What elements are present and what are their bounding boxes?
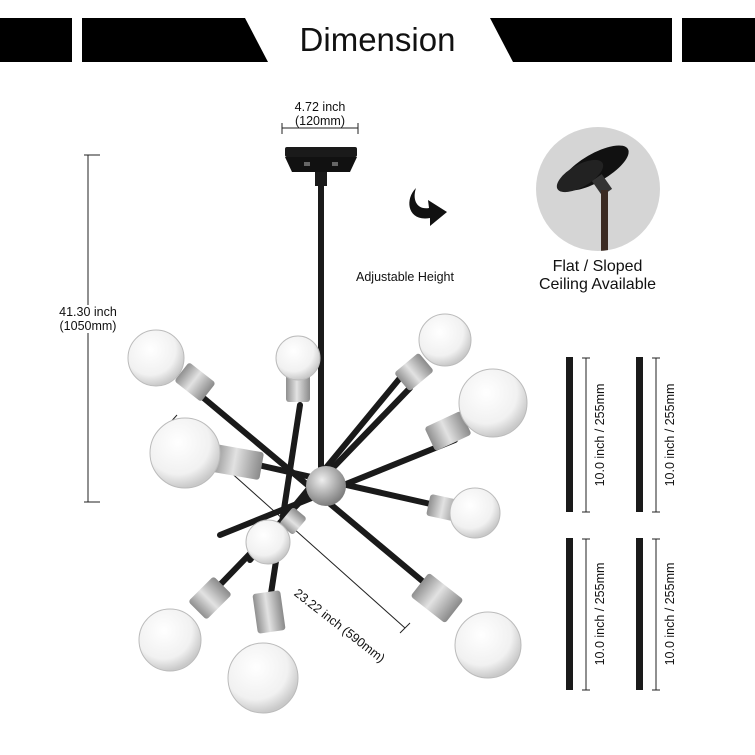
bulb-3 bbox=[395, 313, 472, 391]
band-right-block bbox=[682, 18, 755, 62]
ceiling-line-2: Ceiling Available bbox=[538, 276, 657, 293]
height-label: 41.30 inch (1050mm) bbox=[38, 305, 138, 333]
bulb-8 bbox=[138, 577, 231, 672]
canopy bbox=[285, 147, 357, 186]
bulb-4 bbox=[425, 368, 528, 451]
ceiling-line-1: Flat / Sloped bbox=[552, 258, 643, 275]
canopy-width-label: 4.72 inch (120mm) bbox=[270, 100, 370, 128]
rod-1 bbox=[566, 357, 573, 512]
bulb-5 bbox=[149, 417, 264, 489]
bulb-9 bbox=[227, 590, 299, 714]
center-hub bbox=[306, 466, 346, 506]
page-title: Dimension bbox=[299, 21, 456, 58]
height-inch: 41.30 inch bbox=[59, 305, 117, 319]
rod-2 bbox=[636, 357, 643, 512]
adjustable-height-label: Adjustable Height bbox=[356, 270, 454, 284]
rod-dimension-lines bbox=[582, 357, 660, 691]
bulb-6 bbox=[426, 487, 501, 539]
extension-rods bbox=[566, 357, 643, 690]
downrod bbox=[318, 185, 324, 470]
bulb-10 bbox=[411, 573, 522, 679]
canopy-width-dimension bbox=[281, 123, 359, 134]
bulb-1 bbox=[127, 329, 215, 401]
rod-1-label: 10.0 inch / 255mm bbox=[593, 383, 607, 487]
rod-2-label: 10.0 inch / 255mm bbox=[663, 383, 677, 487]
header-band bbox=[0, 18, 755, 62]
curved-arrow-icon bbox=[409, 188, 447, 226]
band-left-block bbox=[0, 18, 72, 62]
rod-4-label: 10.0 inch / 255mm bbox=[663, 562, 677, 666]
band-right-wedge bbox=[490, 18, 672, 62]
canopy-width-inch: 4.72 inch bbox=[294, 100, 346, 114]
ceiling-feature-label: Flat / Sloped Ceiling Available bbox=[495, 258, 700, 294]
rod-4 bbox=[636, 538, 643, 690]
band-left-wedge bbox=[82, 18, 268, 62]
rod-3-label: 10.0 inch / 255mm bbox=[593, 562, 607, 666]
height-mm: (1050mm) bbox=[59, 319, 117, 333]
sloped-ceiling-canopy-icon bbox=[536, 127, 660, 251]
rod-3 bbox=[566, 538, 573, 690]
bulb-2 bbox=[275, 335, 321, 402]
canopy-width-mm: (120mm) bbox=[294, 114, 345, 128]
bulb-7 bbox=[245, 508, 306, 565]
